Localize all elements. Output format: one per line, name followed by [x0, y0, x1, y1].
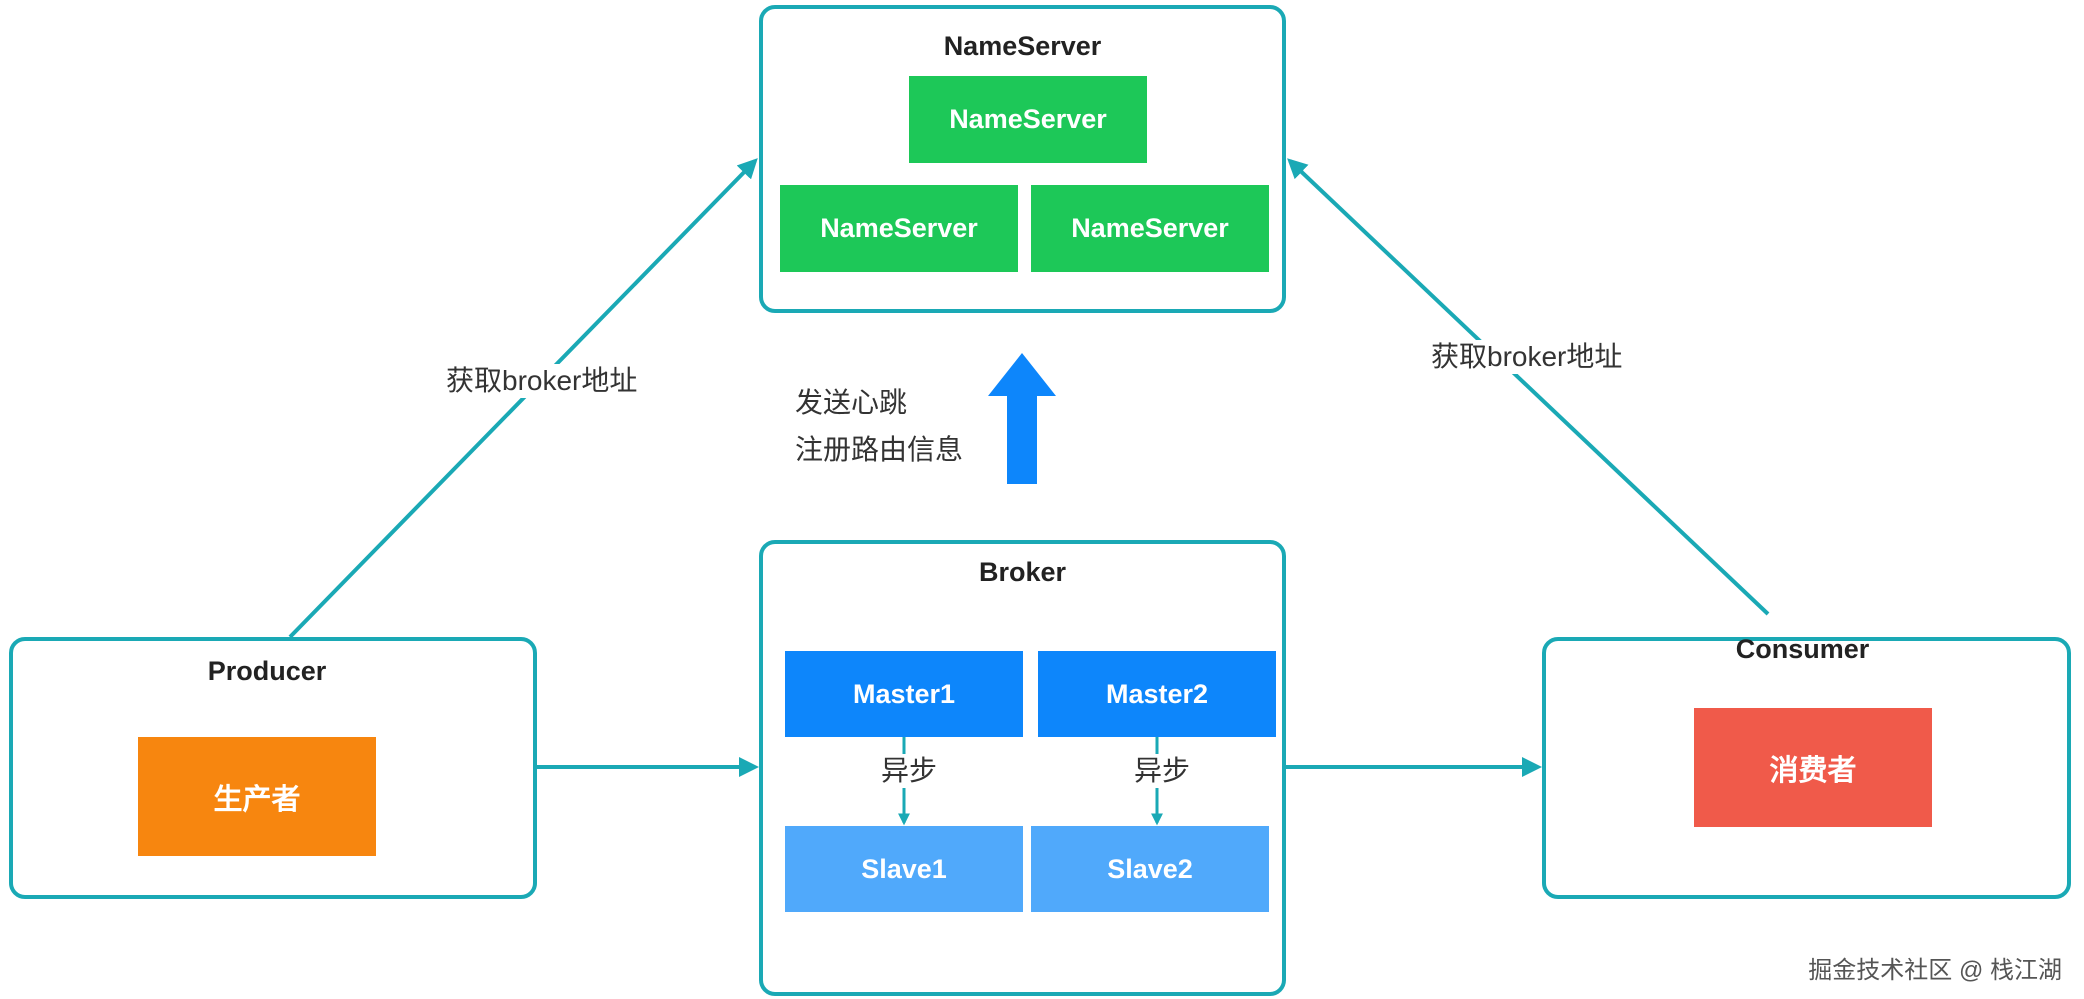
nameserver-node-top: NameServer	[909, 76, 1147, 163]
sync-label-left: 异步	[881, 754, 938, 788]
consumer-box: 消费者	[1694, 708, 1932, 827]
sync-label-right: 异步	[1134, 754, 1191, 788]
heartbeat-arrow	[988, 353, 1056, 484]
broker-group-title: Broker	[978, 557, 1067, 587]
broker-group: Broker	[759, 540, 1286, 996]
producer-edge-label: 获取broker地址	[446, 364, 638, 398]
consumer-edge-label: 获取broker地址	[1431, 340, 1623, 374]
master2-box: Master2	[1038, 651, 1276, 737]
heartbeat-label-line2: 注册路由信息	[795, 433, 964, 467]
watermark: 掘金技术社区 @ 栈江湖	[1808, 957, 2062, 984]
nameserver-node-left: NameServer	[780, 185, 1018, 272]
slave1-box: Slave1	[785, 826, 1023, 912]
nameserver-group-title: NameServer	[943, 31, 1102, 61]
producer-group-title: Producer	[207, 656, 327, 686]
producer-to-nameserver-arrow	[288, 158, 758, 639]
nameserver-node-right: NameServer	[1031, 185, 1269, 272]
consumer-to-nameserver-arrow	[1287, 158, 1770, 616]
heartbeat-label-line1: 发送心跳	[795, 386, 908, 420]
producer-box: 生产者	[138, 737, 376, 856]
slave2-box: Slave2	[1031, 826, 1269, 912]
consumer-group-title: Consumer	[1735, 634, 1870, 664]
master1-box: Master1	[785, 651, 1023, 737]
